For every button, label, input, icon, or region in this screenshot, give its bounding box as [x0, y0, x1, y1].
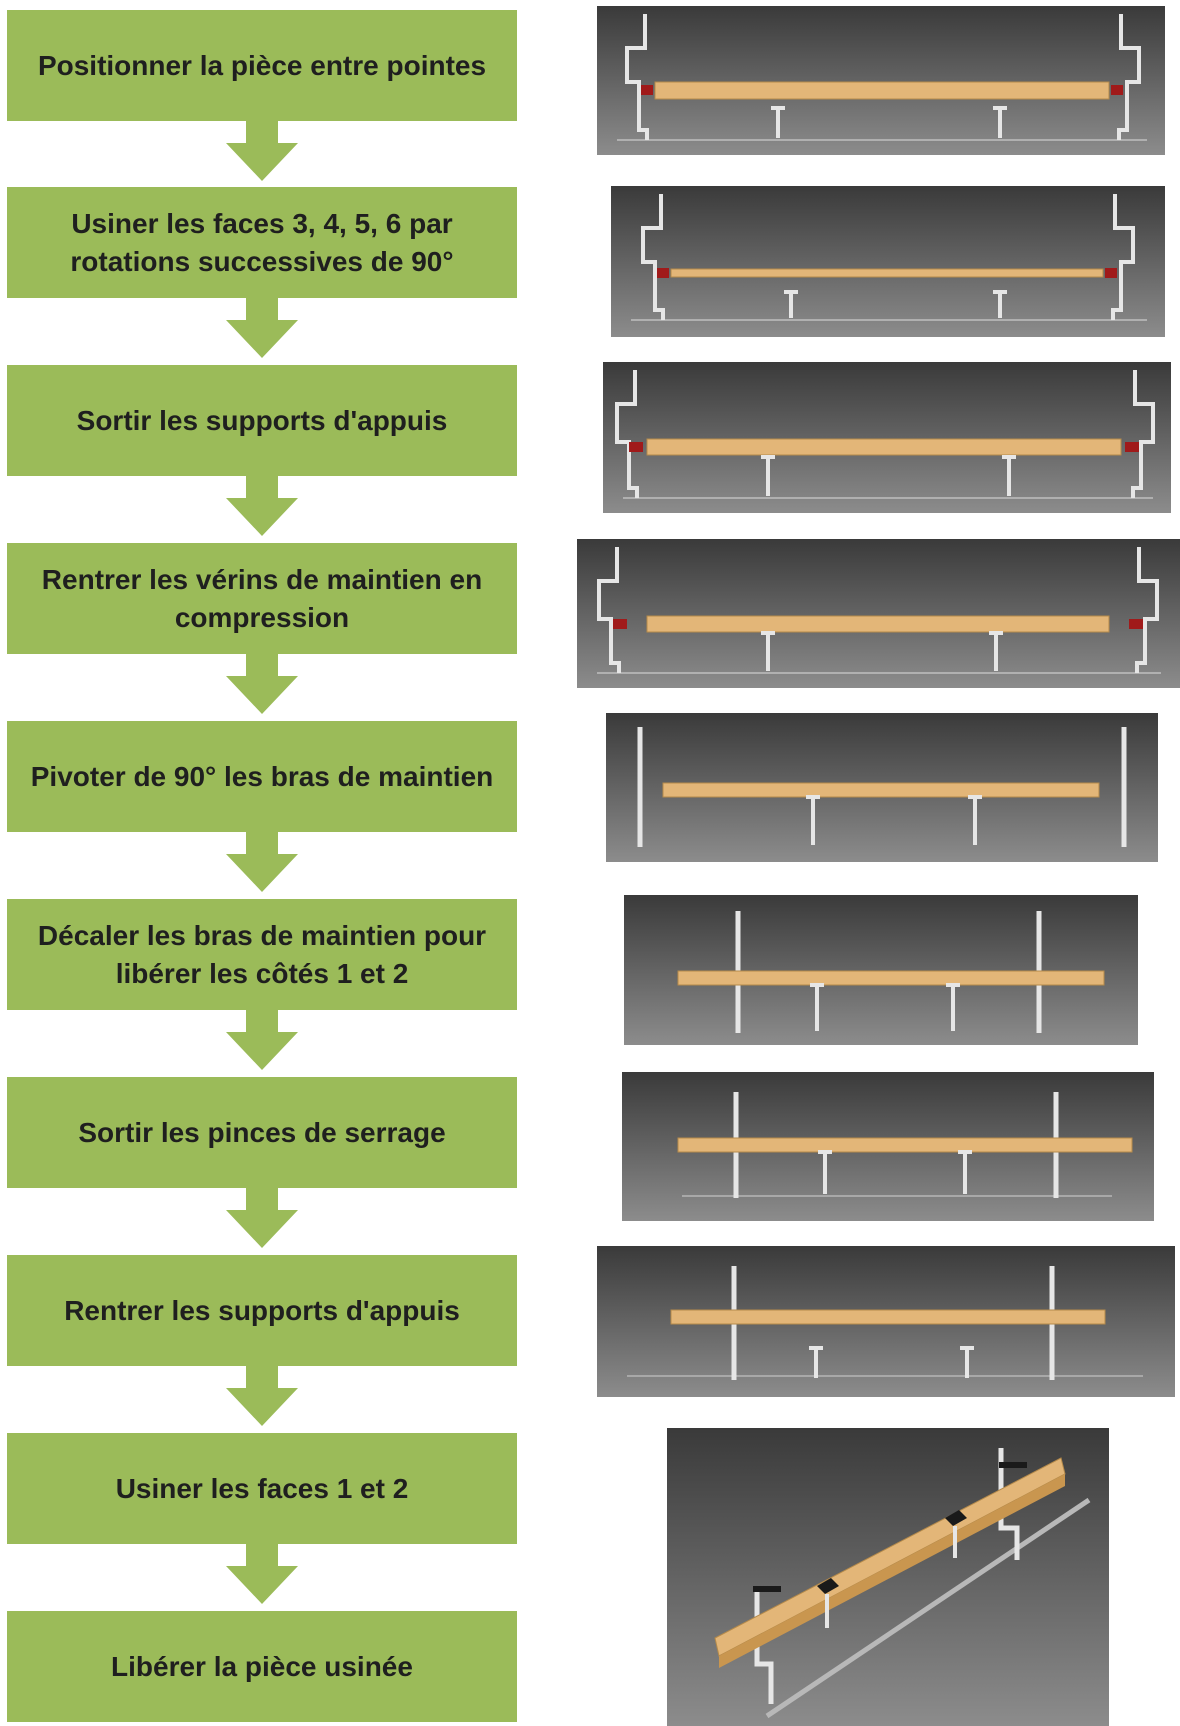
step-9-label: Usiner les faces 1 et 2 [115, 1472, 409, 1504]
down-arrow-icon [226, 121, 298, 181]
step-9-illustration [667, 1428, 1109, 1726]
step-1-illustration [597, 6, 1165, 155]
step-4-box: Rentrer les vérins de maintien en compre… [7, 543, 517, 654]
step-3-illustration [603, 362, 1171, 513]
down-arrow-icon [226, 1366, 298, 1426]
down-arrow-icon [226, 1010, 298, 1070]
step-1-box: Positionner la pièce entre pointes [7, 10, 517, 121]
step-3-label: Sortir les supports d'appuis [76, 404, 448, 436]
step-7-box: Sortir les pinces de serrage [7, 1077, 517, 1188]
step-5-label: Pivoter de 90° les bras de maintien [30, 760, 494, 792]
step-6-box: Décaler les bras de maintien pour libére… [7, 899, 517, 1010]
step-6-illustration [624, 895, 1138, 1045]
step-6-label: Décaler les bras de maintien pour libére… [37, 919, 487, 989]
step-2-label: Usiner les faces 3, 4, 5, 6 par rotation… [70, 207, 454, 277]
step-5-box: Pivoter de 90° les bras de maintien [7, 721, 517, 832]
step-8-box: Rentrer les supports d'appuis [7, 1255, 517, 1366]
down-arrow-icon [226, 1544, 298, 1604]
step-4-illustration [577, 539, 1180, 688]
down-arrow-icon [226, 298, 298, 358]
step-4-label: Rentrer les vérins de maintien en compre… [41, 563, 483, 633]
down-arrow-icon [226, 832, 298, 892]
step-8-label: Rentrer les supports d'appuis [64, 1294, 460, 1326]
step-8-illustration [597, 1246, 1175, 1397]
step-2-box: Usiner les faces 3, 4, 5, 6 par rotation… [7, 187, 517, 298]
step-7-label: Sortir les pinces de serrage [78, 1116, 446, 1148]
step-2-illustration [611, 186, 1165, 337]
down-arrow-icon [226, 654, 298, 714]
step-5-illustration [606, 713, 1158, 862]
step-9-box: Usiner les faces 1 et 2 [7, 1433, 517, 1544]
step-3-box: Sortir les supports d'appuis [7, 365, 517, 476]
step-10-box: Libérer la pièce usinée [7, 1611, 517, 1722]
step-1-label: Positionner la pièce entre pointes [37, 49, 487, 81]
step-10-label: Libérer la pièce usinée [111, 1650, 413, 1682]
step-7-illustration [622, 1072, 1154, 1221]
down-arrow-icon [226, 1188, 298, 1248]
down-arrow-icon [226, 476, 298, 536]
